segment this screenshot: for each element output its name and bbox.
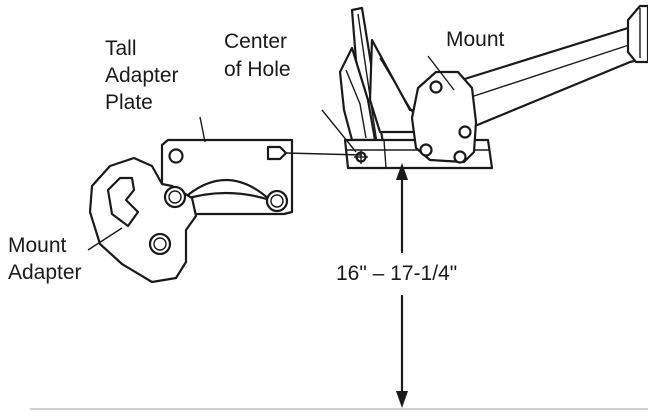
mount-assembly — [338, 4, 648, 170]
mount-hole-right — [458, 125, 472, 139]
mount-hole-bottom-left — [419, 143, 433, 157]
adapter-plate-slot — [266, 145, 288, 161]
label-mount-adapter-line2: Adapter — [8, 261, 82, 284]
adapter-bolt-right — [265, 189, 289, 213]
mount-side-plate — [410, 70, 478, 164]
channel-divider — [383, 139, 387, 169]
label-mount-adapter-line1: Mount — [8, 234, 67, 257]
label-tall-adapter-plate-line3: Plate — [105, 91, 153, 114]
leader-mount — [427, 55, 455, 91]
hole-alignment-line — [285, 152, 363, 156]
dimension-arrow-down — [396, 391, 408, 408]
mount-adapter — [88, 156, 289, 284]
leader-mount-adapter — [87, 227, 123, 251]
dimension-label: 16" – 17-1/4" — [336, 262, 457, 285]
mount-arm-end — [626, 4, 648, 64]
adapter-bolt-right-inner — [270, 194, 284, 208]
mount-arm-edge — [467, 43, 633, 99]
label-center-of-hole-line1: Center — [224, 30, 287, 53]
leader-tall-adapter-plate — [199, 116, 206, 143]
mount-hole-bottom-right — [453, 150, 467, 164]
dimension-arrow-up — [396, 163, 408, 180]
adapter-bolt-left — [163, 185, 187, 209]
adapter-bolt-left-inner — [168, 190, 182, 204]
tall-adapter-plate — [160, 138, 294, 216]
label-tall-adapter-plate-line1: Tall — [105, 37, 137, 60]
mount-adapter-cutout — [106, 176, 140, 228]
label-mount: Mount — [446, 28, 505, 51]
label-center-of-hole-line2: of Hole — [224, 58, 291, 81]
adapter-bolt-bottom — [148, 232, 172, 256]
bracket-line — [379, 57, 417, 119]
adapter-bolt-bottom-inner — [153, 237, 167, 251]
label-tall-adapter-plate-line2: Adapter — [105, 64, 179, 87]
leader-center-of-hole — [321, 109, 357, 153]
adapter-plate-hole — [168, 148, 184, 164]
mount-hole-top — [429, 80, 443, 94]
gusset-line — [345, 69, 367, 139]
